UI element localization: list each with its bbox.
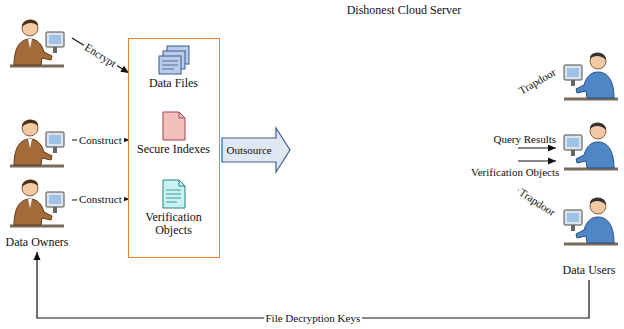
node-label: Data Files bbox=[149, 77, 198, 90]
cloud-fill bbox=[361, 26, 446, 114]
cloud-fill bbox=[315, 57, 493, 241]
cloud-server: Dishonest Cloud Server bbox=[290, 2, 518, 274]
node-label: Dishonest Cloud Server bbox=[347, 4, 462, 17]
cloud-fill bbox=[414, 38, 507, 134]
node-label: Data Owners bbox=[6, 236, 69, 249]
edge-label: Encrypt bbox=[81, 40, 121, 71]
node-label: Secure Indexes bbox=[137, 143, 210, 156]
server-icon bbox=[377, 116, 412, 162]
edge-label: Trapdoor bbox=[514, 64, 559, 97]
cloud-outline bbox=[361, 26, 446, 114]
server-link bbox=[346, 69, 433, 82]
cloud-fill bbox=[363, 188, 444, 272]
cloud-outline bbox=[315, 57, 493, 241]
cloud-fill bbox=[300, 166, 393, 262]
verification-icon bbox=[163, 180, 185, 208]
connector bbox=[518, 158, 556, 165]
files-icon bbox=[159, 46, 189, 74]
cloud-shape bbox=[290, 24, 518, 274]
server-link bbox=[394, 139, 442, 195]
server-link bbox=[433, 69, 443, 195]
arrow-head bbox=[34, 252, 41, 260]
node-label: Data Users bbox=[563, 264, 616, 277]
connector bbox=[34, 252, 590, 318]
edge-label: Outsource bbox=[225, 144, 274, 157]
cloud-outline bbox=[292, 111, 365, 187]
connector-line bbox=[72, 38, 129, 73]
cloud-fill bbox=[450, 65, 516, 133]
user-figure bbox=[564, 198, 618, 244]
index-icon bbox=[163, 112, 185, 140]
data-item: Data Files bbox=[129, 43, 218, 101]
data-item: Verification Objects bbox=[129, 177, 218, 253]
connector bbox=[518, 145, 556, 152]
edge-label: Construct bbox=[77, 193, 124, 206]
block-arrow bbox=[222, 128, 290, 172]
owner-group: Data Owners bbox=[2, 8, 72, 252]
server-link bbox=[345, 82, 346, 202]
server-icon bbox=[416, 46, 451, 92]
owner-figure bbox=[10, 180, 64, 226]
connector bbox=[72, 38, 129, 73]
cloud-outline bbox=[300, 166, 393, 262]
cloud-fill bbox=[292, 111, 365, 187]
edge-label: File Decryption Keys bbox=[264, 312, 363, 325]
edge-label: Query Results bbox=[492, 133, 559, 146]
cloud-fill bbox=[304, 38, 397, 134]
edge-label: Verification Objects bbox=[469, 166, 561, 179]
server-icon bbox=[329, 179, 364, 225]
owner-figure bbox=[10, 120, 64, 166]
cloud-fill bbox=[414, 166, 507, 262]
server-link bbox=[346, 139, 394, 202]
connector bbox=[222, 128, 290, 172]
server-icon bbox=[425, 172, 460, 218]
owner-figure bbox=[10, 20, 64, 66]
user-group: Data Users bbox=[556, 40, 622, 280]
server-link bbox=[346, 195, 443, 202]
edge-label: Trapdoor bbox=[515, 185, 559, 220]
server-icon bbox=[329, 59, 364, 105]
edge-label: Construct bbox=[77, 134, 124, 147]
cloud-outline bbox=[414, 38, 507, 134]
storage-box: Data FilesSecure IndexesVerification Obj… bbox=[128, 38, 220, 258]
user-figure bbox=[564, 123, 618, 169]
cloud-outline bbox=[363, 188, 444, 272]
user-figure bbox=[564, 53, 618, 99]
arrow-head bbox=[548, 145, 556, 152]
connector-line bbox=[37, 252, 589, 318]
server-link bbox=[394, 69, 433, 139]
cloud-outline bbox=[304, 38, 397, 134]
arrow-head bbox=[548, 158, 556, 165]
data-item: Secure Indexes bbox=[129, 109, 218, 171]
cloud-outline bbox=[414, 166, 507, 262]
server-link bbox=[346, 82, 394, 139]
node-label: Verification Objects bbox=[132, 211, 215, 237]
cloud-outline bbox=[450, 65, 516, 133]
